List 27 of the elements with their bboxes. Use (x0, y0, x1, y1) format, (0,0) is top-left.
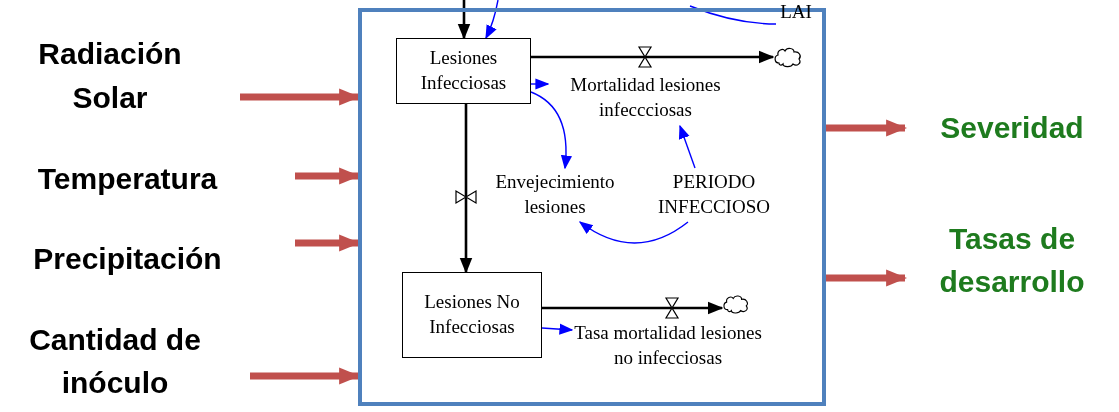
input-label: Precipitación (33, 240, 222, 277)
input-label: Cantidad de inóculo (28, 321, 202, 401)
arrow (678, 124, 696, 169)
stock-box (402, 272, 542, 358)
cloud-icon (773, 45, 803, 69)
stock-label: Lesiones Infecciosas (419, 46, 508, 95)
input-label: Temperatura (37, 160, 218, 197)
cloud-icon (722, 292, 750, 316)
variable-label: PERIODO INFECCIOSO (657, 170, 771, 219)
flow-pipe (542, 301, 724, 315)
arrow (530, 78, 550, 90)
flow-pipe (459, 104, 473, 274)
variable-label: Mortalidad lesiones infeccciosas (569, 73, 722, 122)
input-label: Radiación Solar (37, 36, 183, 116)
arrow (578, 221, 689, 244)
output-label: Tasas de desarrollo (938, 220, 1086, 300)
flow-pipe (531, 50, 775, 64)
connector-line (689, 5, 777, 25)
variable-label: Tasa mortalidad lesiones no infecciosas (573, 321, 763, 370)
arrow (541, 323, 574, 335)
arrow (485, 0, 499, 40)
flow-pipe (457, 0, 471, 40)
variable-label: Envejecimiento lesiones (494, 170, 616, 219)
stock-box (396, 38, 531, 104)
stock-label: Lesiones No Infecciosas (423, 290, 521, 339)
arrow (530, 91, 572, 170)
output-label: Severidad (940, 109, 1084, 146)
